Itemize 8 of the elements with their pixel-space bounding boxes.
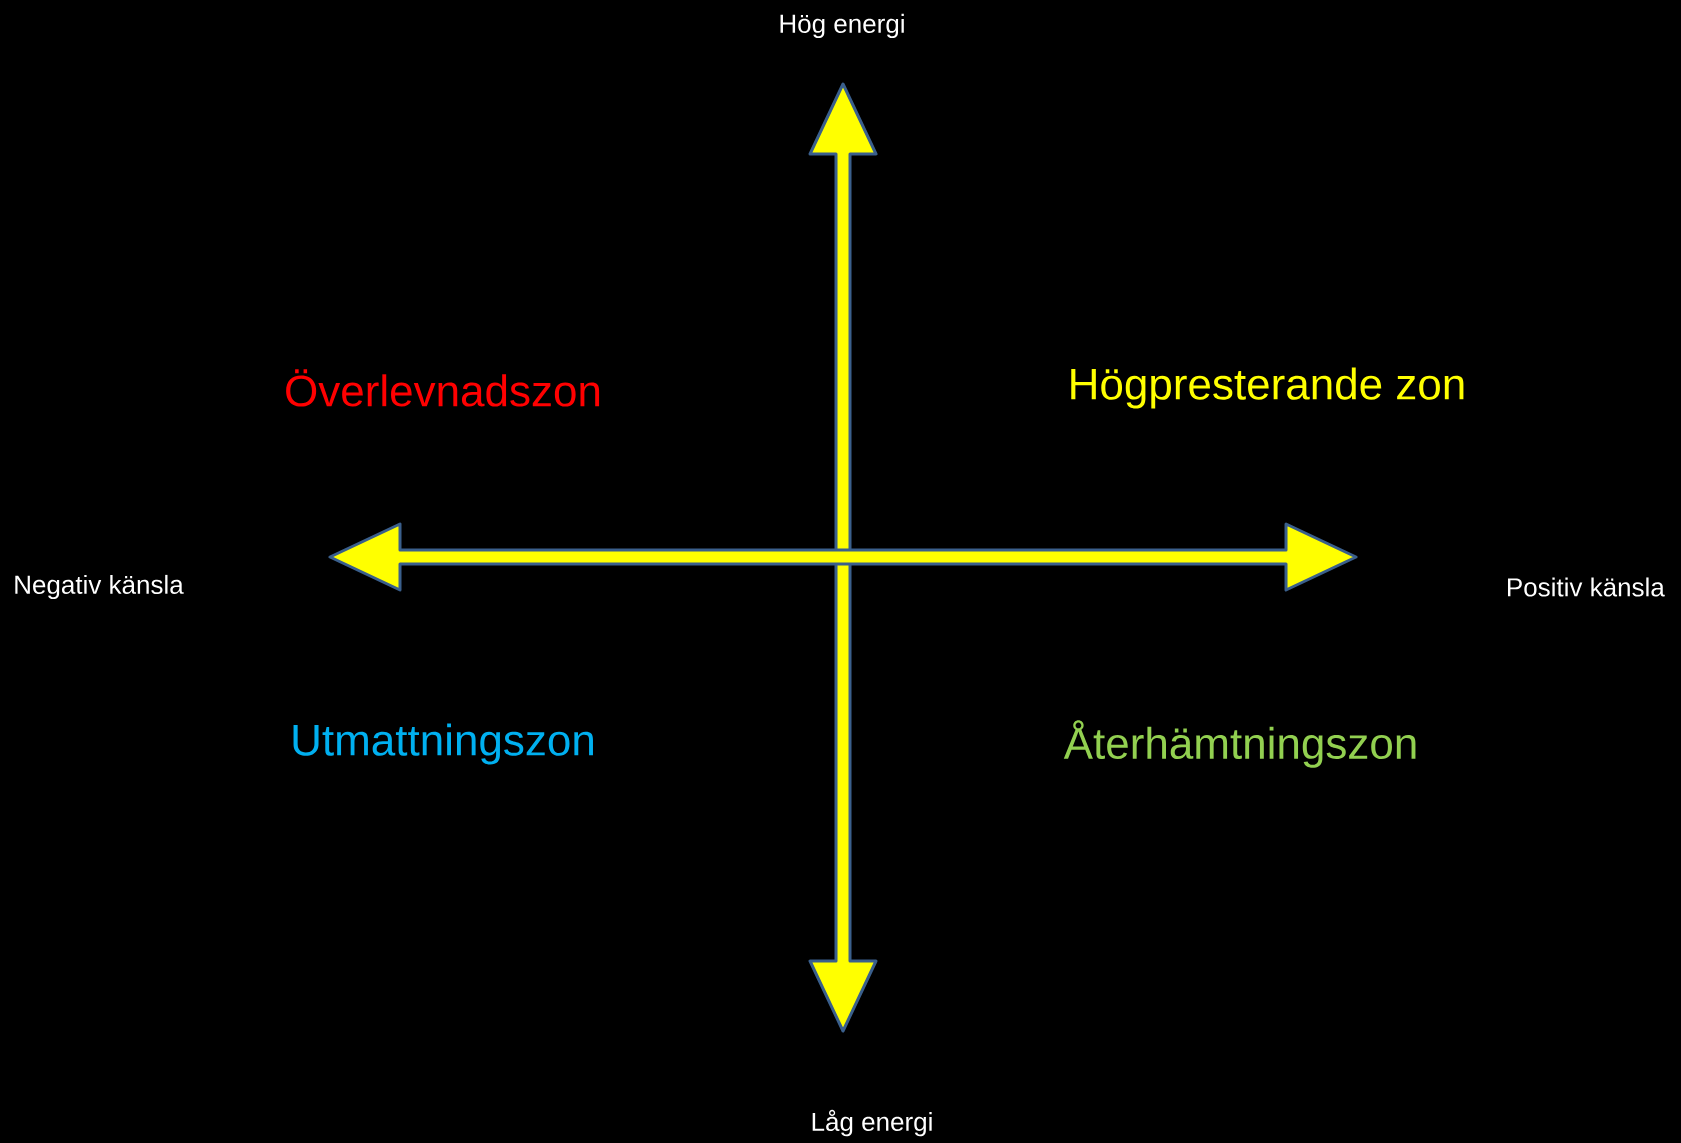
zone-label: Högpresterande zon	[1071, 367, 1464, 409]
axis-label: Hög energi	[780, 13, 904, 39]
zone-label: Överlevnadszon	[286, 369, 600, 407]
zone-label: Utmattningszon	[293, 723, 593, 765]
axis-label: Låg energi	[812, 1109, 932, 1137]
axis-label: Positiv känsla	[1508, 577, 1665, 597]
zone-label: Återhämtningszon	[1063, 720, 1416, 768]
axis-label: Negativ känsla	[15, 574, 184, 600]
